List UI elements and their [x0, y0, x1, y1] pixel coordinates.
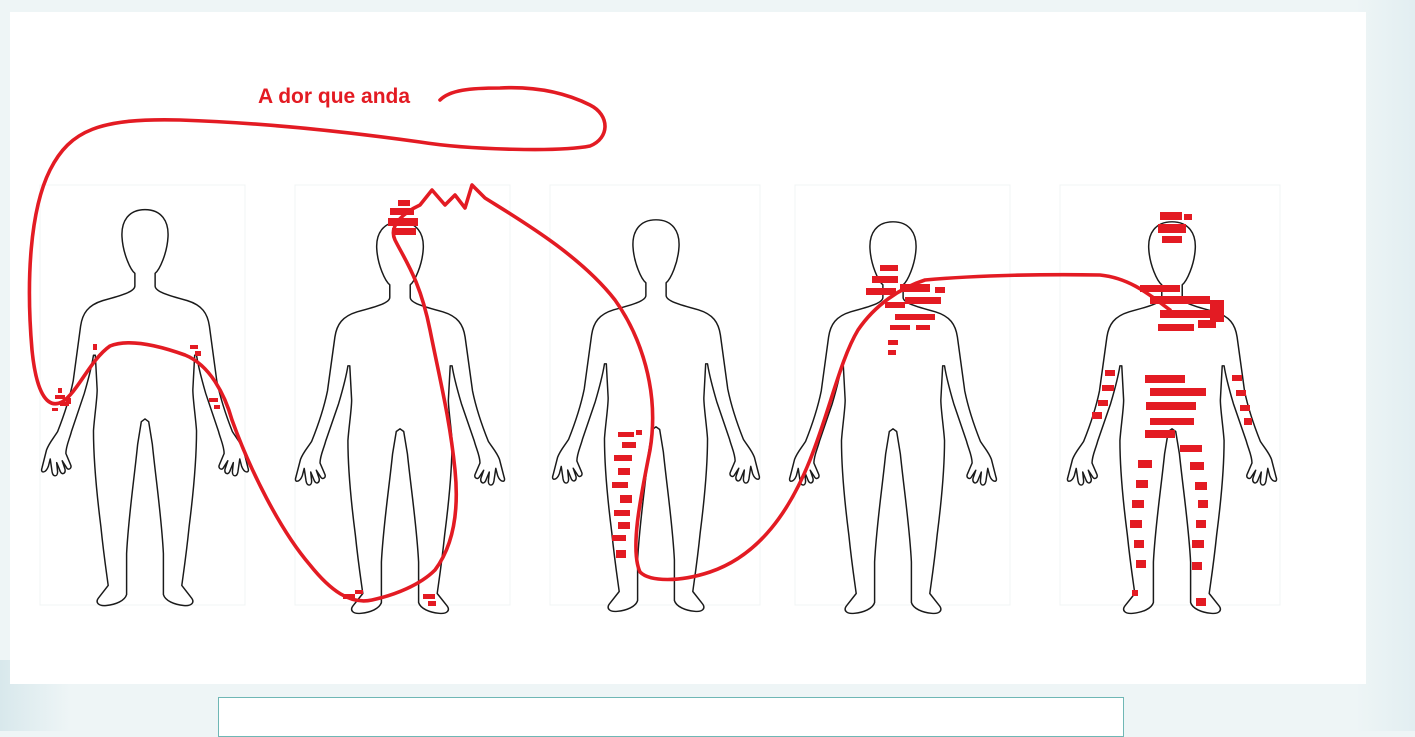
annotation-title: A dor que anda: [258, 85, 410, 108]
human-figure-3: [553, 220, 760, 612]
caption-box: [218, 697, 1124, 737]
human-figure-2: [295, 222, 504, 614]
